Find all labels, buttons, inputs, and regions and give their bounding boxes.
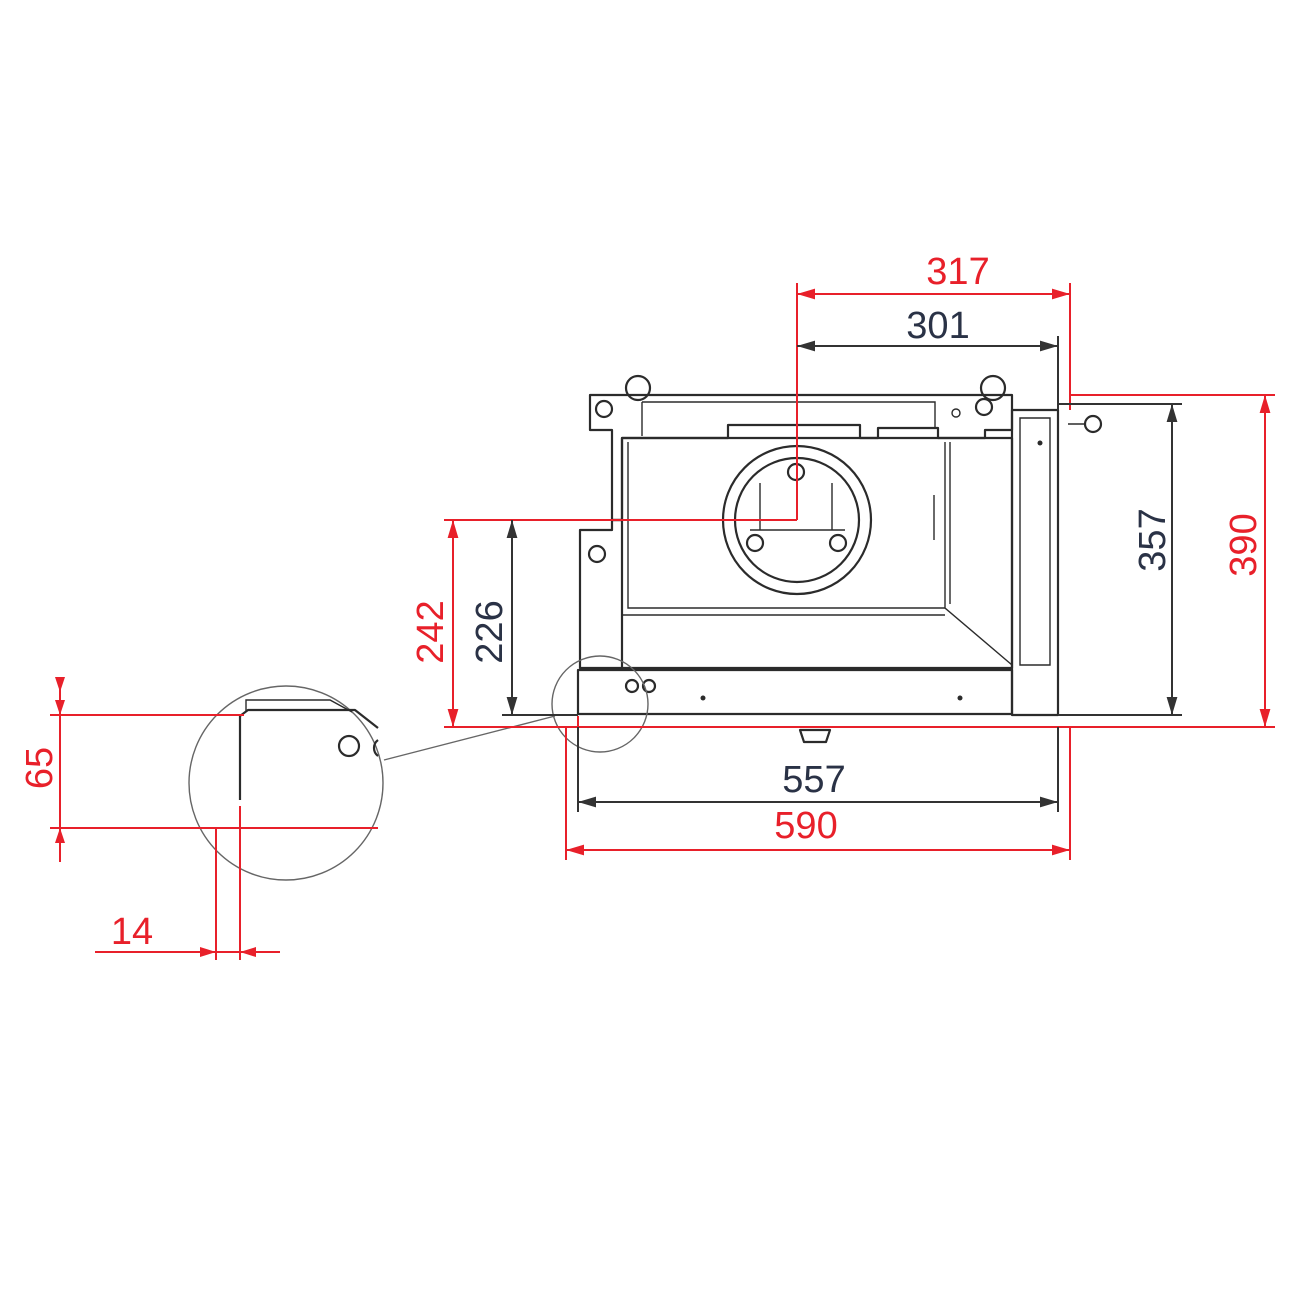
dimension-label-317: 317 — [926, 251, 989, 293]
panel-button-2 — [641, 678, 657, 694]
dimension-label-590: 590 — [774, 805, 837, 847]
bracket-hole-left — [594, 399, 614, 419]
dimension-242: 242 — [410, 520, 578, 728]
right-knob — [1083, 414, 1103, 434]
dimension-label-226: 226 — [469, 600, 511, 663]
side-flange — [578, 518, 622, 670]
top-right-roller — [979, 374, 1007, 402]
dimension-390: 390 — [1058, 394, 1275, 728]
dimension-301: 301 — [797, 305, 1059, 410]
dimension-557: 557 — [577, 727, 1059, 812]
dimension-label-65: 65 — [19, 747, 61, 789]
dimension-label-14: 14 — [111, 911, 153, 953]
detail-leader-line — [383, 715, 556, 761]
dimension-590: 590 — [566, 805, 1070, 856]
dimension-label-357: 357 — [1132, 508, 1174, 571]
top-left-roller — [624, 374, 652, 402]
detail-magnified-circle — [188, 685, 384, 881]
dimension-317: 317 — [796, 251, 1071, 520]
dimension-65: 65 — [19, 677, 244, 862]
panel-handle — [798, 728, 832, 744]
slide-out-panel — [576, 668, 1014, 716]
enlarged-detail — [188, 685, 556, 881]
collar-screw-right — [828, 533, 848, 553]
motor-housing — [620, 436, 1014, 670]
dimension-226: 226 — [469, 520, 578, 716]
panel-button-1 — [624, 678, 640, 694]
dimension-357: 357 — [1058, 403, 1182, 716]
bracket-hole-right — [974, 397, 994, 417]
dimension-label-242: 242 — [410, 600, 452, 663]
dimension-label-390: 390 — [1223, 513, 1265, 576]
right-side-casing — [1010, 408, 1060, 717]
bracket-inner-slot — [642, 401, 936, 428]
dimension-label-301: 301 — [906, 305, 969, 347]
hood-body — [551, 374, 1103, 753]
flange-hole — [587, 544, 607, 564]
dimension-label-557: 557 — [782, 759, 845, 801]
detail-callout-circle — [551, 655, 649, 753]
detail-screw — [337, 734, 361, 758]
dimension-14: 14 — [95, 828, 280, 960]
collar-screw-left — [745, 533, 765, 553]
